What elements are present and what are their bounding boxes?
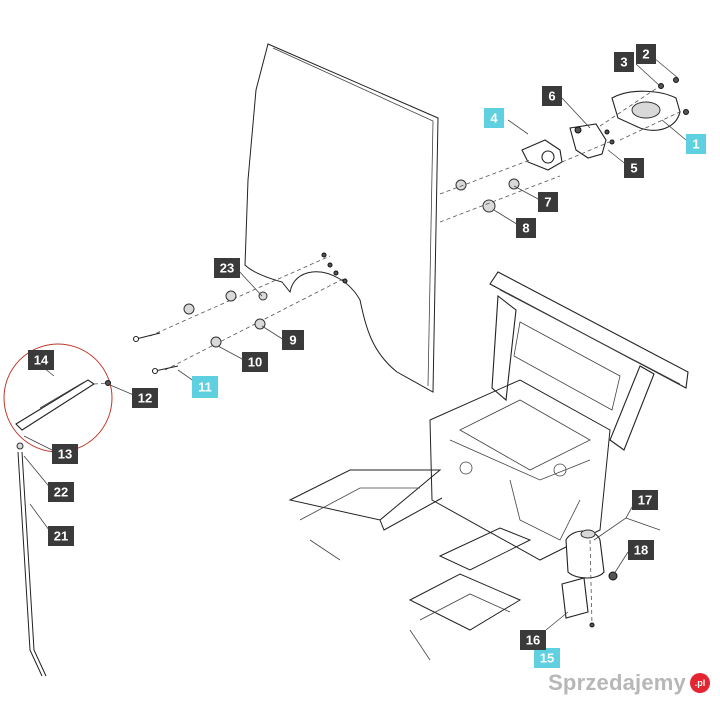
svg-text:8: 8 bbox=[522, 221, 529, 236]
callout-5: 5 bbox=[624, 158, 644, 178]
watermark-text: Sprzedajemy bbox=[548, 670, 686, 695]
svg-text:5: 5 bbox=[630, 161, 637, 176]
callout-15: 15 bbox=[534, 648, 560, 668]
svg-text:3: 3 bbox=[620, 55, 627, 70]
assembly-lines-upper bbox=[439, 85, 685, 223]
callout-16: 16 bbox=[520, 630, 546, 650]
wiper-motor bbox=[521, 139, 563, 171]
svg-text:7: 7 bbox=[544, 195, 551, 210]
reservoir-bracket bbox=[561, 539, 595, 628]
callout-14: 14 bbox=[28, 350, 54, 370]
cab-frame bbox=[429, 271, 689, 561]
washer-reservoir bbox=[565, 529, 605, 579]
nut-washers-upper bbox=[455, 178, 520, 213]
callout-17: 17 bbox=[632, 490, 658, 510]
svg-text:22: 22 bbox=[54, 485, 68, 500]
svg-text:13: 13 bbox=[58, 447, 72, 462]
motor-cover bbox=[611, 90, 681, 131]
callout-18: 18 bbox=[628, 540, 654, 560]
callout-21: 21 bbox=[48, 526, 74, 546]
svg-text:23: 23 bbox=[220, 261, 234, 276]
wiper-blade bbox=[16, 442, 47, 677]
callout-1: 1 bbox=[686, 134, 706, 154]
svg-text:15: 15 bbox=[540, 651, 554, 666]
callout-8: 8 bbox=[516, 218, 536, 238]
callout-6: 6 bbox=[542, 86, 562, 106]
leader-lines bbox=[23, 57, 687, 631]
svg-text:2: 2 bbox=[642, 47, 649, 62]
callout-2: 2 bbox=[636, 44, 656, 64]
svg-text:14: 14 bbox=[34, 353, 49, 368]
callout-3: 3 bbox=[614, 52, 634, 72]
callout-23: 23 bbox=[214, 258, 240, 278]
svg-text:4: 4 bbox=[490, 111, 498, 126]
callout-12: 12 bbox=[132, 388, 158, 408]
svg-text:12: 12 bbox=[138, 391, 152, 406]
windshield-glass bbox=[244, 43, 439, 393]
svg-text:17: 17 bbox=[638, 493, 652, 508]
watermark: Sprzedajemy .pl bbox=[548, 670, 710, 696]
svg-text:9: 9 bbox=[289, 333, 296, 348]
svg-text:16: 16 bbox=[526, 633, 540, 648]
callout-11: 11 bbox=[192, 376, 218, 398]
callout-22: 22 bbox=[48, 482, 74, 502]
wiper-arm-detail bbox=[3, 343, 113, 453]
svg-text:1: 1 bbox=[692, 137, 699, 152]
callout-10: 10 bbox=[242, 352, 268, 372]
callout-7: 7 bbox=[538, 192, 558, 212]
callout-9: 9 bbox=[282, 330, 304, 350]
motor-bracket bbox=[569, 123, 607, 159]
svg-text:21: 21 bbox=[54, 529, 68, 544]
svg-text:10: 10 bbox=[248, 355, 262, 370]
svg-text:6: 6 bbox=[548, 89, 555, 104]
svg-text:18: 18 bbox=[634, 543, 648, 558]
callout-4: 4 bbox=[484, 108, 504, 128]
svg-text:11: 11 bbox=[198, 380, 212, 395]
callout-13: 13 bbox=[52, 444, 78, 464]
washer-pump bbox=[608, 571, 618, 581]
watermark-badge: .pl bbox=[690, 673, 710, 693]
frame-rails bbox=[288, 469, 532, 661]
hinge-hardware bbox=[132, 252, 348, 375]
